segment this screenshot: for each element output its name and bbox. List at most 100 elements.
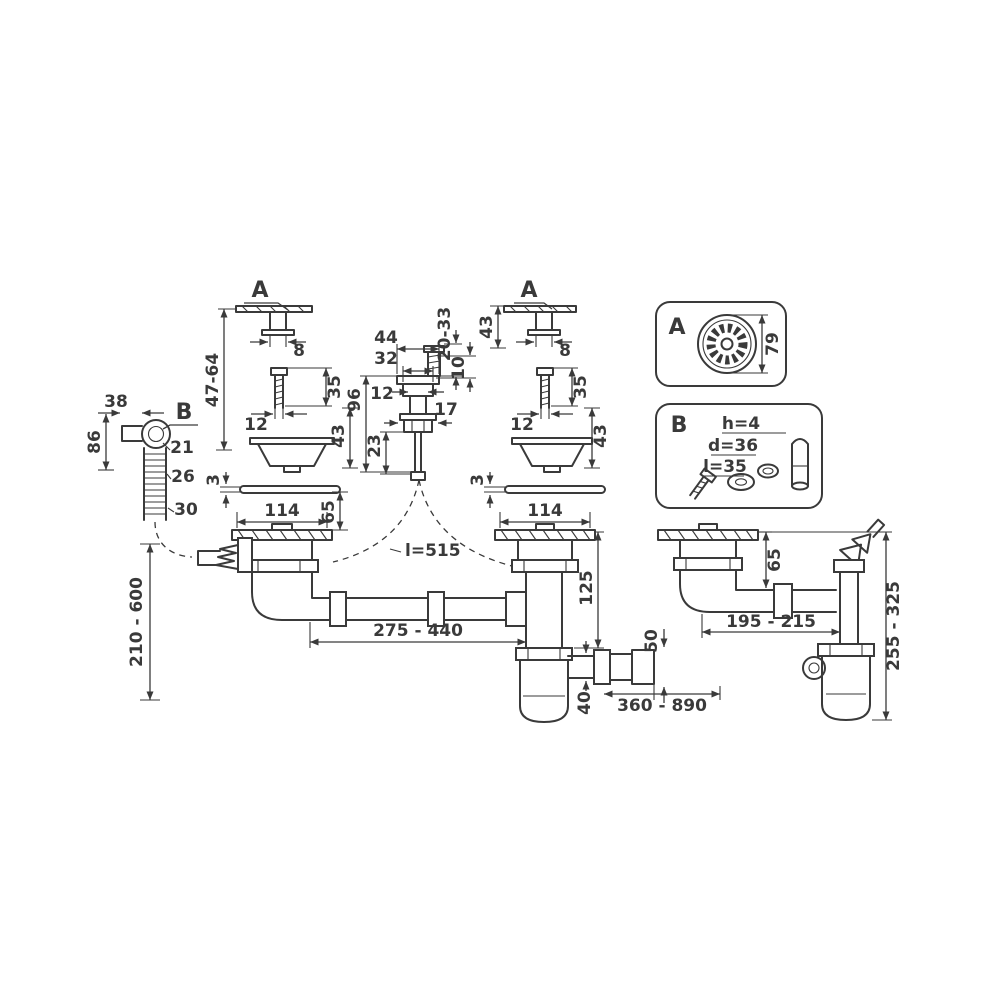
detail-b-box: B h=4 d=36 l=35 bbox=[655, 403, 823, 509]
barb-nut bbox=[237, 537, 253, 573]
trap-side-boss-hole bbox=[808, 662, 820, 674]
dim-65-right: 65 bbox=[765, 548, 785, 572]
flange-stem-left bbox=[261, 311, 295, 336]
barb-tip bbox=[197, 550, 221, 566]
basket-body bbox=[249, 437, 335, 473]
leader-30 bbox=[167, 507, 175, 513]
hose-route-right bbox=[418, 479, 513, 567]
hose-route-left bbox=[332, 479, 420, 563]
detail-a-box: A 79 bbox=[655, 301, 787, 387]
dim-stem-8-left: 8 bbox=[293, 341, 305, 361]
nut-ticks bbox=[523, 560, 567, 572]
hose-route-drain bbox=[154, 521, 193, 558]
dim-65-left: 65 bbox=[319, 500, 339, 524]
screw-threads bbox=[274, 378, 284, 406]
screw-mid: 35 12 bbox=[510, 367, 591, 435]
dim-32: 32 bbox=[374, 349, 398, 369]
leader-21 bbox=[162, 442, 171, 451]
dim-screw-35-left: 35 bbox=[325, 375, 345, 399]
dim-96: 96 bbox=[345, 388, 365, 412]
overflow-body bbox=[396, 375, 440, 433]
screw-body bbox=[536, 367, 554, 409]
dim-40: 40 bbox=[575, 691, 595, 715]
nut-ticks bbox=[685, 558, 731, 570]
trap-nut bbox=[515, 647, 573, 661]
flange-stem-mid bbox=[527, 311, 561, 336]
screw-threads bbox=[540, 378, 550, 406]
outlet-nut bbox=[593, 649, 611, 685]
flange-plate-mid bbox=[503, 305, 577, 313]
dim-screw-35-mid: 35 bbox=[571, 375, 591, 399]
dishwasher-barb bbox=[839, 518, 886, 568]
elbow-and-pipe bbox=[251, 571, 507, 621]
drain-mid: 114 125 bbox=[494, 501, 604, 649]
ext-lines bbox=[758, 531, 892, 721]
strainer-slots bbox=[706, 323, 748, 365]
drain-flange bbox=[231, 529, 333, 541]
ext-lines bbox=[436, 355, 476, 379]
trap-cup bbox=[519, 659, 569, 723]
elbow-outlet bbox=[791, 438, 809, 487]
drain-left: 114 65 bbox=[197, 491, 507, 621]
elbow-and-pipe bbox=[679, 569, 837, 613]
ext-lines bbox=[274, 408, 284, 419]
union-nut bbox=[773, 583, 793, 619]
hatch bbox=[241, 305, 305, 313]
dim-79: 79 bbox=[763, 332, 783, 356]
detail-a-frame bbox=[655, 301, 787, 387]
leader-a-left bbox=[244, 302, 289, 311]
basket-body bbox=[511, 437, 593, 473]
nut-ticks bbox=[527, 648, 561, 660]
basket-knob bbox=[698, 523, 718, 531]
dim-21: 21 bbox=[170, 438, 194, 458]
union-nut bbox=[329, 591, 347, 627]
dim-255-325: 255 - 325 bbox=[884, 581, 904, 671]
trap-mid: 40 50 360 - 890 bbox=[515, 629, 721, 723]
dim-23: 23 bbox=[365, 434, 385, 458]
dim-360-890: 360 - 890 bbox=[617, 696, 707, 716]
dim-114-left: 114 bbox=[264, 501, 300, 521]
dim-195-215: 195 - 215 bbox=[726, 612, 816, 632]
trap-side-boss bbox=[802, 656, 826, 680]
dim-114-mid: 114 bbox=[527, 501, 563, 521]
strainer-center bbox=[720, 337, 734, 351]
hatch bbox=[509, 305, 573, 313]
drain-nut bbox=[673, 557, 743, 571]
dim-gasket-3-left: 3 bbox=[204, 474, 224, 486]
trap-nut bbox=[817, 643, 875, 657]
nut-ticks bbox=[257, 560, 301, 572]
dim-210-600: 210 - 600 bbox=[127, 577, 147, 667]
dim-38: 38 bbox=[104, 392, 128, 412]
ext-lines bbox=[269, 335, 287, 347]
outlet-nozzle bbox=[609, 649, 655, 685]
label-leaders bbox=[703, 432, 786, 477]
hatch bbox=[237, 529, 328, 541]
flange-section-mid: A 43 8 bbox=[477, 278, 577, 361]
hatch bbox=[663, 529, 754, 541]
ext-lines bbox=[535, 335, 553, 347]
screw-left: 35 12 bbox=[244, 367, 345, 435]
trap-right: 255 - 325 bbox=[758, 531, 904, 721]
screw-threads bbox=[692, 480, 707, 494]
dim-44: 44 bbox=[374, 328, 398, 348]
view-label-b: B bbox=[176, 400, 193, 425]
screw-body bbox=[689, 467, 717, 500]
dim-basket-43-left: 43 bbox=[329, 424, 349, 448]
drain-flange bbox=[657, 529, 759, 541]
overflow-elbow bbox=[141, 419, 171, 449]
dim-17: 17 bbox=[434, 400, 458, 420]
dim-10: 10 bbox=[449, 356, 469, 380]
gasket-left bbox=[239, 485, 341, 494]
detail-a-label: A bbox=[668, 315, 685, 340]
gasket-mid bbox=[504, 485, 606, 494]
washer bbox=[727, 473, 755, 491]
overflow-rod bbox=[410, 431, 426, 481]
overflow-elbow-hole bbox=[147, 425, 165, 443]
drain-flange bbox=[494, 529, 596, 541]
dim-125: 125 bbox=[577, 570, 597, 606]
seal-ring-hole bbox=[762, 467, 774, 475]
leader-b bbox=[162, 424, 198, 430]
horizontal-pipe: 275 - 440 bbox=[309, 591, 527, 648]
nut-ticks bbox=[411, 420, 425, 432]
